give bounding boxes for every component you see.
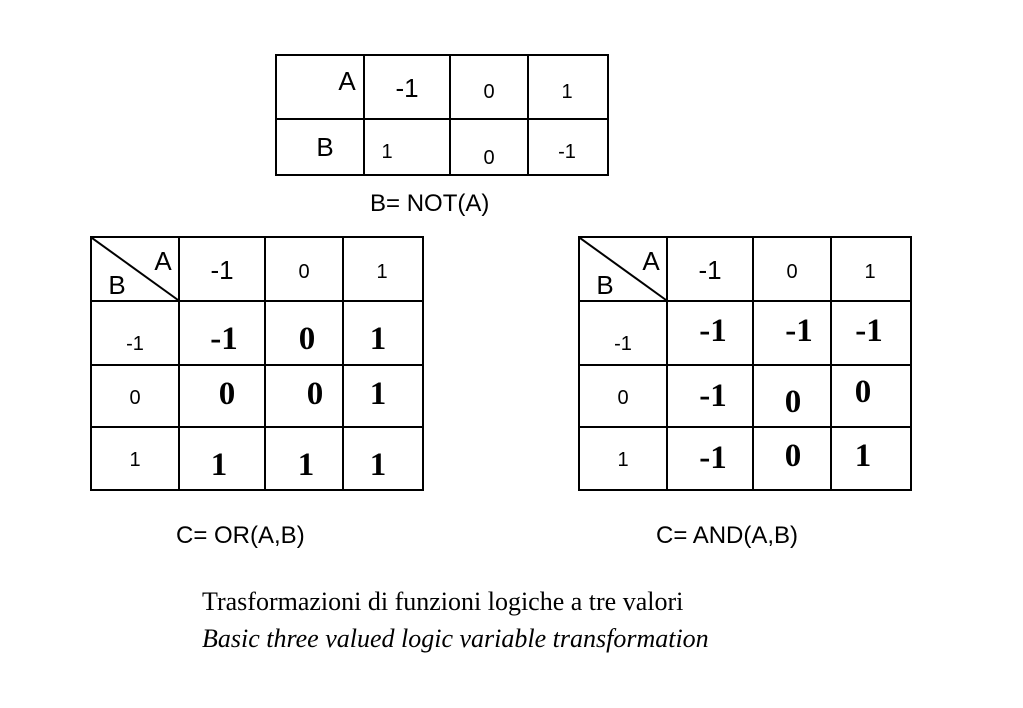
and-cell: -1 xyxy=(699,377,727,414)
and-table-divider xyxy=(580,364,910,366)
not-table-divider xyxy=(527,56,529,174)
or-table: A B -1 0 1 -1 0 1 -1 0 1 0 0 1 1 1 1 xyxy=(90,236,424,491)
and-row-header: 0 xyxy=(617,386,629,409)
or-table-divider xyxy=(264,238,266,489)
and-table-divider xyxy=(580,426,910,428)
or-cell: 0 xyxy=(306,375,324,412)
or-cell: 1 xyxy=(297,446,315,483)
or-table-divider xyxy=(92,300,422,302)
and-table-divider xyxy=(580,300,910,302)
and-cell: -1 xyxy=(699,439,727,476)
not-table-divider xyxy=(449,56,451,174)
or-cell: 0 xyxy=(298,320,316,357)
and-cell: 0 xyxy=(784,383,802,420)
and-corner-diagonal xyxy=(580,238,667,301)
or-table-divider xyxy=(178,238,180,489)
and-table-divider xyxy=(830,238,832,489)
and-col-header: 1 xyxy=(864,260,876,283)
or-col-header: -1 xyxy=(210,254,234,285)
and-col-header: -1 xyxy=(698,254,722,285)
not-b-value: 0 xyxy=(483,146,495,169)
or-cell: 1 xyxy=(369,320,387,357)
not-table-divider xyxy=(277,118,607,120)
and-corner-b: B xyxy=(596,269,614,300)
or-cell: 1 xyxy=(369,375,387,412)
and-caption: C= AND(A,B) xyxy=(656,522,799,549)
and-table: A B -1 0 1 -1 0 1 -1 -1 -1 -1 0 0 -1 0 1 xyxy=(578,236,912,491)
or-cell: 1 xyxy=(210,446,228,483)
or-col-header: 0 xyxy=(298,260,310,283)
or-table-divider xyxy=(342,238,344,489)
not-b-label: B xyxy=(316,131,334,162)
or-cell: 1 xyxy=(369,446,387,483)
or-row-header: 1 xyxy=(129,448,141,471)
and-cell: -1 xyxy=(785,312,813,349)
or-corner-a: A xyxy=(154,245,172,276)
not-b-value: -1 xyxy=(558,140,576,163)
and-row-header: -1 xyxy=(614,332,632,355)
not-b-value: 1 xyxy=(381,140,393,163)
and-cell: 0 xyxy=(854,373,872,410)
and-table-divider xyxy=(666,238,668,489)
or-corner-diagonal xyxy=(92,238,179,301)
not-a-value: -1 xyxy=(395,72,419,103)
or-cell: -1 xyxy=(210,320,238,357)
and-corner-a: A xyxy=(642,245,660,276)
or-cell: 0 xyxy=(218,375,236,412)
not-table-divider xyxy=(363,56,365,174)
not-table: A -1 0 1 B 1 0 -1 xyxy=(275,54,609,176)
not-a-value: 1 xyxy=(561,80,573,103)
and-table-divider xyxy=(752,238,754,489)
and-cell: -1 xyxy=(699,312,727,349)
and-col-header: 0 xyxy=(786,260,798,283)
or-col-header: 1 xyxy=(376,260,388,283)
not-caption: B= NOT(A) xyxy=(370,190,490,217)
or-caption: C= OR(A,B) xyxy=(176,522,305,549)
or-row-header: 0 xyxy=(129,386,141,409)
and-cell: -1 xyxy=(855,312,883,349)
and-row-header: 1 xyxy=(617,448,629,471)
or-table-divider xyxy=(92,426,422,428)
and-cell: 1 xyxy=(854,437,872,474)
or-table-divider xyxy=(92,364,422,366)
not-a-value: 0 xyxy=(483,80,495,103)
footer-italian: Trasformazioni di funzioni logiche a tre… xyxy=(202,587,684,616)
and-cell: 0 xyxy=(784,437,802,474)
or-row-header: -1 xyxy=(126,332,144,355)
not-a-label: A xyxy=(338,65,356,96)
footer-english: Basic three valued logic variable transf… xyxy=(202,624,709,653)
or-corner-b: B xyxy=(108,269,126,300)
